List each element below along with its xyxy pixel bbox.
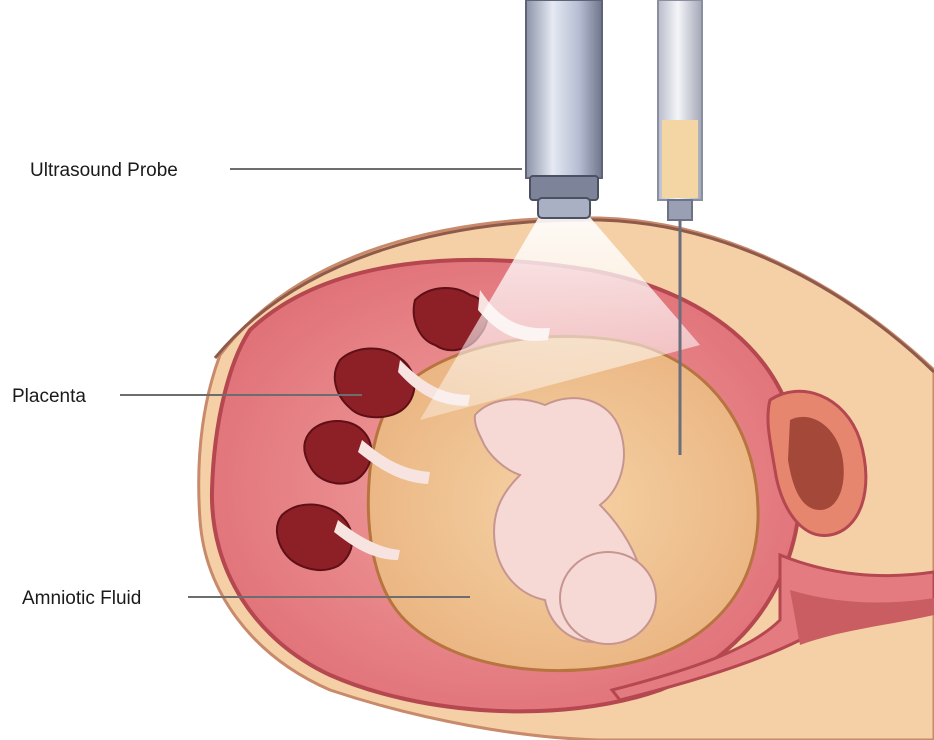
ultrasound-probe-collar [530, 176, 598, 200]
amniotic-fluid-label: Amniotic Fluid [22, 588, 141, 609]
ultrasound-probe-head [538, 198, 590, 218]
syringe-tip [668, 200, 692, 220]
placenta-label: Placenta [12, 386, 86, 407]
ultrasound-probe-body [526, 0, 602, 178]
probe-label: Ultrasound Probe [30, 160, 178, 181]
syringe-sample [662, 120, 698, 198]
